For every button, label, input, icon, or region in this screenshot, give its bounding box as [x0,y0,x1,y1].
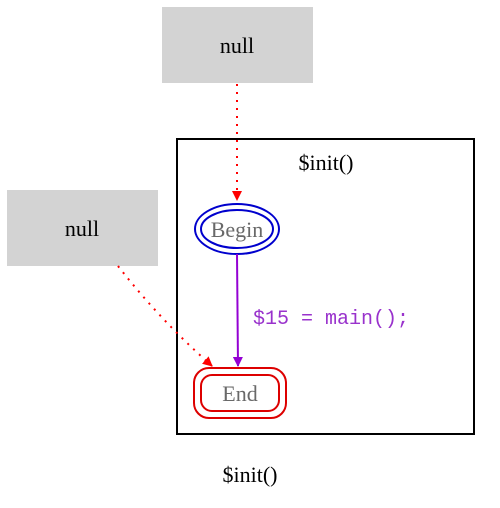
node-null-top-label: null [220,33,254,58]
node-end-inner [200,374,280,412]
node-null-left-box [7,190,158,266]
node-end: End [193,367,287,419]
node-null-left-label: null [65,216,99,241]
cluster-border [176,138,475,435]
node-end-label: End [222,381,257,406]
cluster-init: $init() [176,138,475,435]
edge-null-left-to-end [117,265,213,367]
node-begin-inner [200,209,274,249]
node-null-top-box [162,7,313,83]
edge-begin-to-end-label: $15 = main(); [253,308,409,331]
graph-title: $init() [223,462,278,487]
node-end-outer [193,367,287,419]
node-null-left: null [7,190,158,266]
node-begin: Begin [194,203,280,255]
node-null-top: null [162,7,313,83]
edge-begin-to-end [232,253,243,367]
node-begin-label: Begin [211,217,264,242]
cluster-label: $init() [299,150,354,175]
